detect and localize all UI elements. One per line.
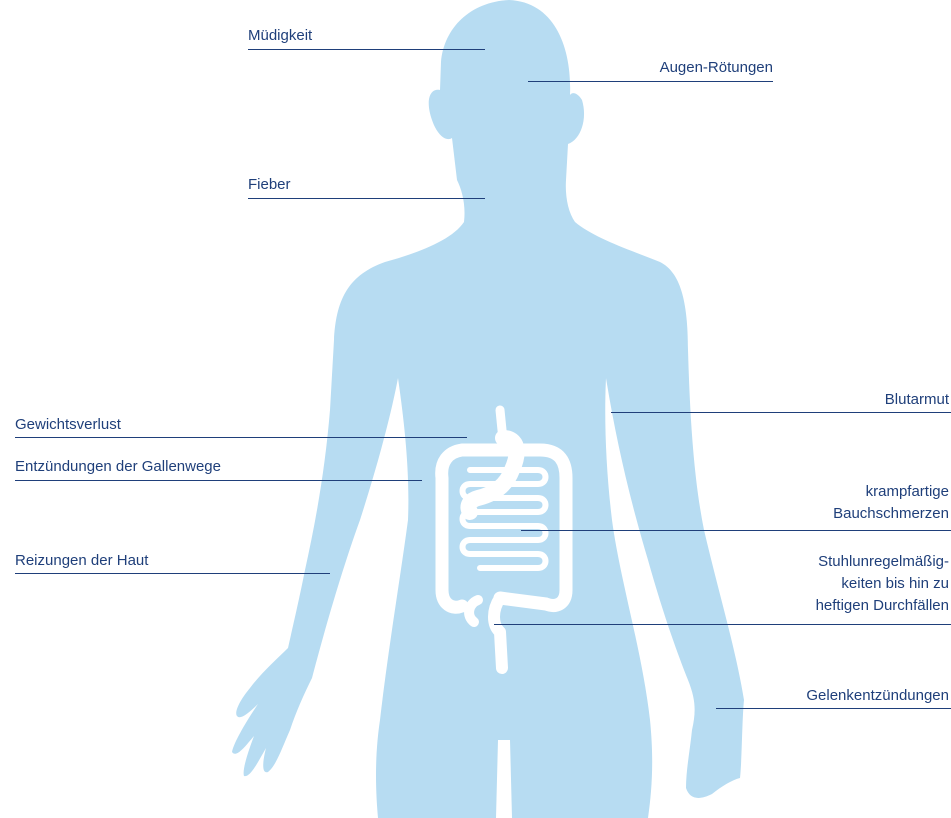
label-blutarmut: Blutarmut: [885, 390, 949, 410]
leader-line-blutarmut: [611, 412, 951, 413]
label-muedigkeit: Müdigkeit: [248, 26, 312, 46]
label-stuhl-line-1: Stuhlunregelmäßig-: [816, 551, 949, 573]
leader-line-bauchschmerzen: [521, 530, 951, 531]
label-bauchschmerzen-line-1: krampfartige: [833, 481, 949, 503]
label-gelenkentzuendungen: Gelenkentzündungen: [806, 686, 949, 706]
body-silhouette: [232, 0, 744, 818]
label-fieber: Fieber: [248, 175, 291, 195]
label-haut: Reizungen der Haut: [15, 551, 148, 571]
label-stuhl-line-3: heftigen Durchfällen: [816, 595, 949, 617]
label-gallenwege: Entzündungen der Gallenwege: [15, 457, 221, 477]
leader-line-gallenwege: [15, 480, 422, 481]
leader-line-muedigkeit: [248, 49, 485, 50]
leader-line-stuhlunregelmaessigkeiten: [494, 624, 951, 625]
leader-line-fieber: [248, 198, 485, 199]
leader-line-augen-roetungen: [528, 81, 773, 82]
label-bauchschmerzen: krampfartige Bauchschmerzen: [833, 481, 949, 525]
label-gewichtsverlust: Gewichtsverlust: [15, 415, 121, 435]
leader-line-haut: [15, 573, 330, 574]
label-stuhlunregelmaessigkeiten: Stuhlunregelmäßig- keiten bis hin zu hef…: [816, 551, 949, 617]
label-augen-roetungen: Augen-Rötungen: [660, 58, 773, 78]
leader-line-gelenkentzuendungen: [716, 708, 951, 709]
label-stuhl-line-2: keiten bis hin zu: [816, 573, 949, 595]
leader-line-gewichtsverlust: [15, 437, 467, 438]
label-bauchschmerzen-line-2: Bauchschmerzen: [833, 503, 949, 525]
